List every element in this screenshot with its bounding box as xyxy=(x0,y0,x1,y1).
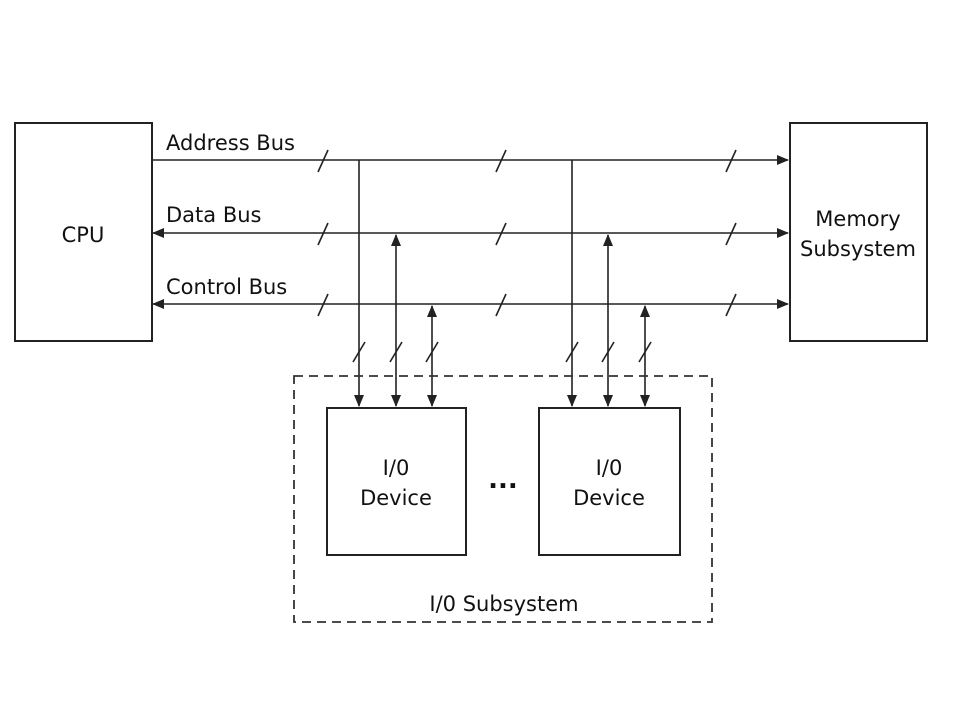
tap-width-mark xyxy=(601,341,615,363)
data-bus-label: Data Bus xyxy=(166,203,261,227)
io-device-1-label-line2: Device xyxy=(360,486,432,510)
io-device-1-connections xyxy=(352,160,439,407)
address-bus-width-mark xyxy=(495,149,507,173)
data-bus-width-mark xyxy=(495,222,507,246)
tap-width-mark xyxy=(638,341,652,363)
address-bus: Address Bus xyxy=(152,131,789,173)
memory-label-line1: Memory xyxy=(815,207,900,231)
memory-subsystem-node: Memory Subsystem xyxy=(789,122,928,342)
io-subsystem-group: I/0 Subsystem xyxy=(293,375,713,623)
io-device-2-connections xyxy=(565,160,652,407)
io-device-2-label-line1: I/0 xyxy=(596,456,623,480)
control-bus-width-mark xyxy=(495,293,507,317)
address-bus-width-mark xyxy=(317,149,329,173)
control-bus: Control Bus xyxy=(152,275,789,317)
io-device-2-label-line2: Device xyxy=(573,486,645,510)
control-bus-width-mark xyxy=(725,293,737,317)
io-device-2: I/0 Device xyxy=(538,407,681,556)
io-subsystem-label: I/0 Subsystem xyxy=(429,592,578,616)
data-bus: Data Bus xyxy=(152,203,789,246)
data-bus-width-mark xyxy=(725,222,737,246)
tap-width-mark xyxy=(352,341,366,363)
tap-width-mark xyxy=(425,341,439,363)
control-bus-width-mark xyxy=(317,293,329,317)
address-bus-label: Address Bus xyxy=(166,131,295,155)
more-devices-ellipsis: ... xyxy=(488,465,518,495)
memory-label-line2: Subsystem xyxy=(800,237,916,261)
io-device-1: I/0 Device xyxy=(326,407,467,556)
address-bus-width-mark xyxy=(725,149,737,173)
tap-width-mark xyxy=(565,341,579,363)
data-bus-width-mark xyxy=(317,222,329,246)
cpu-node: CPU xyxy=(14,122,153,342)
tap-width-mark xyxy=(389,341,403,363)
control-bus-label: Control Bus xyxy=(166,275,287,299)
cpu-label: CPU xyxy=(62,223,105,247)
io-device-1-label-line1: I/0 xyxy=(383,456,410,480)
